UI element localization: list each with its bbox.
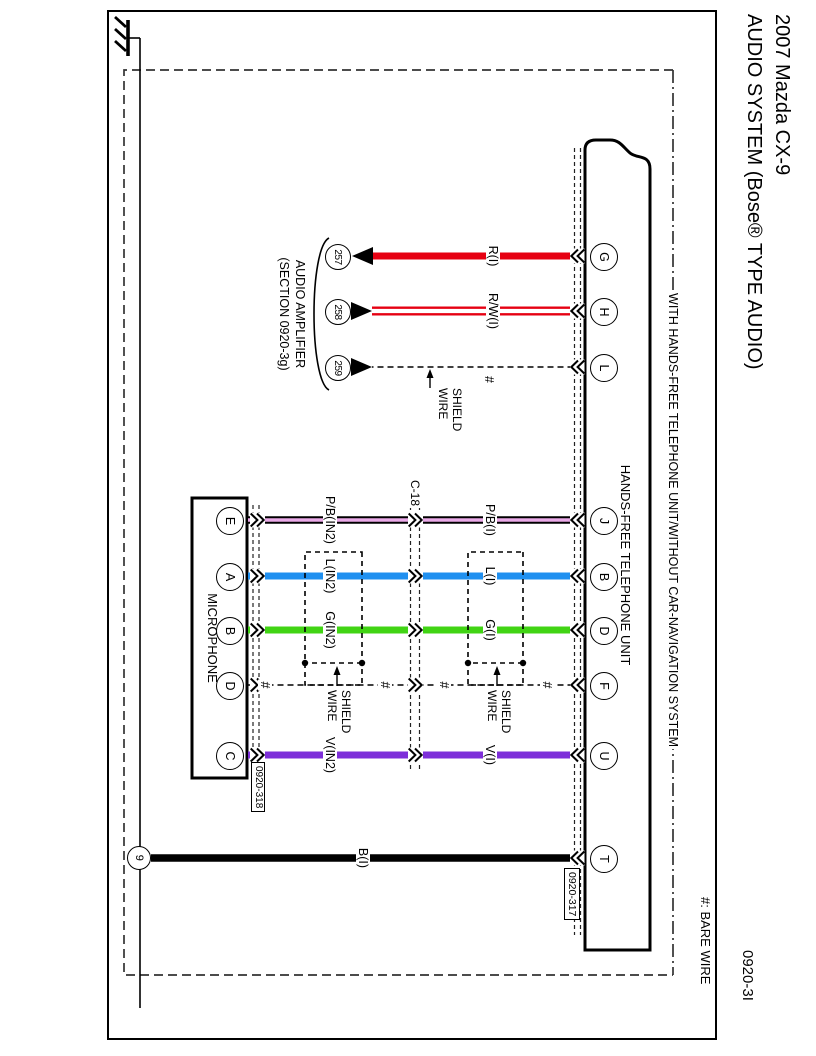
shield-wire-callout-amp: SHIELD WIRE: [436, 386, 464, 434]
shield-wire-callout-mic-line1: SHIELD: [339, 690, 353, 734]
shield-wire-pointer-amp: [426, 369, 434, 388]
shield-junction-dots: [301, 659, 527, 667]
wire-label-g-in2: G(IN2): [323, 609, 337, 651]
mic-terminal-D: D: [216, 672, 244, 700]
shield-outline-mic-side: [304, 551, 363, 686]
c18-connector-strip: [409, 506, 421, 770]
wire-label-l-in2: L(IN2): [323, 556, 337, 596]
wire-label-v-i: V(I): [483, 742, 497, 768]
condition-region-dashed-box: [123, 69, 673, 976]
unit-terminal-J: J: [590, 507, 618, 535]
shield-wire-callout-amp-line2: WIRE: [436, 388, 450, 420]
c18-connector-label: C-18: [408, 462, 422, 508]
wire-label-l-i: L(I): [483, 564, 497, 588]
shield-wire-callout-unit-side: SHIELD WIRE: [485, 688, 513, 736]
shield-wire-callout-unit-line1: SHIELD: [499, 690, 513, 734]
shield-wire-callout-amp-line1: SHIELD: [450, 388, 464, 432]
shield-wire-callout-mic-line2: WIRE: [325, 690, 339, 722]
shield-outline-unit-side: [467, 551, 524, 686]
unit-terminal-H: H: [590, 298, 618, 326]
unit-connector-strip: [573, 148, 582, 935]
arrow-from-pin-259: [351, 358, 372, 376]
microphone-terminal-chevrons: [249, 511, 266, 764]
unit-terminal-T: T: [590, 845, 618, 873]
amp-pin-258: 258: [325, 299, 351, 325]
chassis-ground-icon: [114, 15, 130, 56]
amplifier-label-line1: AUDIO AMPLIFIER: [293, 257, 307, 371]
amplifier-label-line2: (SECTION 0920-3g): [277, 255, 291, 373]
wire-label-pb-in2: P/B(IN2): [323, 494, 337, 546]
arrow-to-pin-257: [352, 247, 373, 265]
unit-terminal-U: U: [590, 742, 618, 770]
amp-pin-259: 259: [325, 355, 351, 381]
wire-label-g-i: G(I): [483, 617, 497, 643]
ground-junction-9: 9: [127, 845, 152, 870]
shield-wire-callout-unit-line2: WIRE: [485, 690, 499, 722]
shield-wire-pointer-unit-side: [493, 666, 501, 686]
hash-mark-1: #: [540, 679, 554, 691]
mic-terminal-B: B: [216, 617, 244, 645]
wire-label-b: B(I): [356, 845, 370, 871]
unit-terminal-F: F: [590, 672, 618, 700]
wire-label-rw: R/W(I): [486, 290, 500, 332]
unit-terminal-chevrons: [569, 247, 586, 867]
microphone-connector-ref: 0920-318: [251, 762, 265, 813]
arrow-from-pin-258: [351, 302, 372, 320]
wire-label-pb-i: P/B(I): [483, 502, 497, 538]
unit-terminal-L: L: [590, 354, 618, 382]
shield-wire-callout-mic-side: SHIELD WIRE: [325, 688, 353, 736]
wire-label-r: R(I): [486, 243, 500, 269]
unit-connector-ref: 0920-317: [564, 868, 580, 921]
hash-mark-3: #: [378, 679, 392, 691]
amp-pin-257: 257: [325, 244, 351, 270]
hands-free-unit-label: HANDS-FREE TELEPHONE UNIT: [618, 464, 633, 666]
unit-terminal-G: G: [590, 243, 618, 271]
wire-rw: [372, 306, 584, 316]
shield-wire-pointer-mic-side: [333, 666, 341, 686]
unit-terminal-D: D: [590, 617, 618, 645]
condition-label: WITH HANDS-FREE TELEPHONE UNIT/WITHOUT C…: [666, 291, 680, 749]
hash-mark-2: #: [437, 679, 451, 691]
wire-label-v-in2: V(IN2): [323, 734, 337, 776]
mic-terminal-A: A: [216, 563, 244, 591]
wire-label-hash-amp: #: [482, 374, 496, 385]
hash-mark-4: #: [258, 679, 272, 691]
amplifier-brace: [313, 237, 330, 391]
unit-terminal-B: B: [590, 563, 618, 591]
mic-terminal-E: E: [216, 507, 244, 535]
mic-terminal-C: C: [216, 742, 244, 770]
